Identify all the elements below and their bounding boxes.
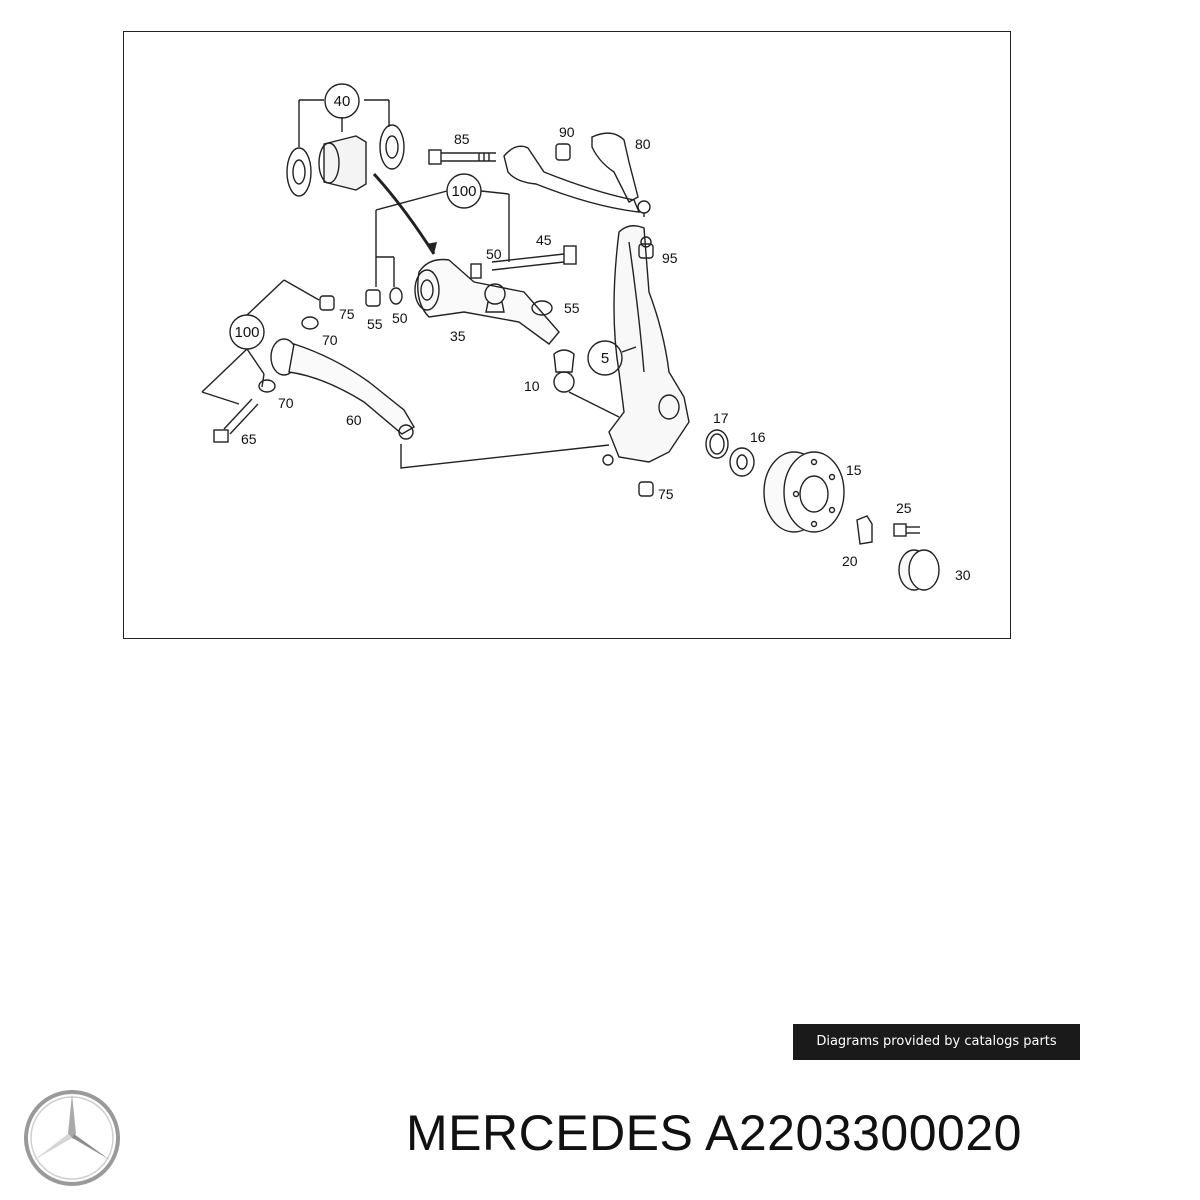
callout-65: 65 — [241, 431, 257, 447]
bolt-25 — [893, 523, 920, 537]
callout-50-upper: 50 — [486, 246, 502, 262]
callout-90: 90 — [559, 124, 575, 140]
callout-5: 5 — [601, 350, 609, 367]
bolt-65 — [213, 398, 259, 443]
ball-joint-10 — [553, 349, 620, 418]
callout-100-lower: 100 — [234, 324, 259, 341]
callout-35: 35 — [450, 328, 466, 344]
seal-17 — [705, 429, 729, 459]
callout-55-right: 55 — [564, 300, 580, 316]
callout-40: 40 — [334, 93, 351, 110]
bolt-45 — [491, 245, 577, 271]
bolt-85 — [428, 149, 496, 165]
bearing-16 — [729, 447, 755, 477]
callout-labels: 40 85 90 80 100 45 50 95 75 55 55 50 100… — [234, 93, 970, 583]
callout-55-left: 55 — [367, 316, 383, 332]
callout-75-lower: 75 — [658, 486, 674, 502]
steering-knuckle-5 — [602, 225, 690, 497]
wheel-hub-15 — [763, 451, 845, 533]
bushing-assembly — [286, 83, 405, 197]
part-number: A2203300020 — [705, 1105, 1022, 1161]
credit-badge: Diagrams provided by catalogs parts — [793, 1024, 1080, 1060]
callout-25: 25 — [896, 500, 912, 516]
callout-50-lower: 50 — [392, 310, 408, 326]
callout-45: 45 — [536, 232, 552, 248]
lower-control-arm-35 — [414, 258, 560, 345]
part-title: MERCEDES A2203300020 — [406, 1104, 1022, 1162]
callout-80: 80 — [635, 136, 651, 152]
bracket-group-100-lower — [201, 279, 335, 405]
callout-60: 60 — [346, 412, 362, 428]
callout-16: 16 — [750, 429, 766, 445]
diagram-frame: 40 85 90 80 100 45 50 95 75 55 55 50 100… — [123, 31, 1011, 639]
nut-55-washer-50 — [365, 287, 403, 307]
callout-15: 15 — [846, 462, 862, 478]
clip-20 — [856, 515, 873, 545]
upper-control-arm — [503, 132, 651, 217]
callout-circle-5 — [587, 340, 623, 376]
callout-95: 95 — [662, 250, 678, 266]
mercedes-star-icon — [24, 1090, 120, 1186]
callout-17: 17 — [713, 410, 729, 426]
lower-arm-60 — [270, 338, 610, 469]
brand-name: MERCEDES — [406, 1105, 694, 1161]
callout-85: 85 — [454, 131, 470, 147]
bracket-group-100-upper — [375, 173, 510, 287]
callout-10: 10 — [524, 378, 540, 394]
dust-cap-30 — [898, 549, 940, 591]
callout-30: 30 — [955, 567, 971, 583]
callout-100-upper: 100 — [451, 183, 476, 200]
callout-75-upper: 75 — [339, 306, 355, 322]
assembly-arrow — [372, 172, 436, 255]
callout-circle-40 — [324, 83, 360, 119]
callout-70-upper: 70 — [322, 332, 338, 348]
callout-20: 20 — [842, 553, 858, 569]
callout-70-lower: 70 — [278, 395, 294, 411]
suspension-exploded-diagram: 40 85 90 80 100 45 50 95 75 55 55 50 100… — [201, 83, 971, 591]
